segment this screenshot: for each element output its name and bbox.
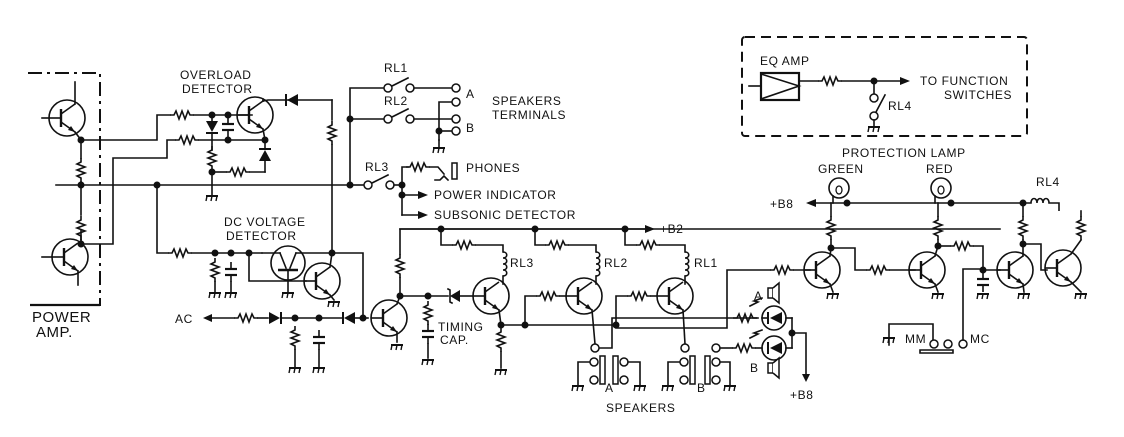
timing-cap-label: TIMING — [438, 320, 484, 334]
overload-detector: OVERLOAD DETECTOR — [80, 68, 337, 252]
terminal-b-label: B — [466, 121, 475, 135]
ac-label: AC — [175, 312, 193, 326]
rl1-contact-label: RL1 — [384, 61, 408, 75]
rl3-coil-label: RL3 — [510, 256, 534, 270]
rl1-driver: RL1 — [599, 228, 811, 353]
led-b-label: B — [750, 361, 759, 375]
rl3-driver: RL3 — [440, 228, 620, 376]
rl2-contact-label: RL2 — [384, 94, 408, 108]
dc-voltage-detector: DC VOLTAGE DETECTOR — [156, 184, 364, 319]
rl2-driver: RL2 — [524, 228, 628, 353]
protection-lamp-label: PROTECTION LAMP — [842, 146, 966, 160]
rl3-contact-label: RL3 — [365, 160, 389, 174]
speaker-b-label: B — [697, 381, 706, 395]
rl2-coil-label: RL2 — [604, 256, 628, 270]
rl4-contact-label: RL4 — [888, 99, 912, 113]
speaker-a-label: A — [605, 381, 614, 395]
power-amp-block: POWER AMP. — [28, 72, 101, 341]
to-function-label-2: SWITCHES — [944, 88, 1012, 102]
b8-bottom-label: +B8 — [790, 388, 814, 402]
eq-amp-block: EQ AMP TO FUNCTION SWITCHES RL4 — [741, 36, 1028, 137]
output-transistor-upper — [41, 81, 87, 142]
speaker-led-indicators: +B8 A B — [732, 282, 814, 402]
rl1-coil-label: RL1 — [694, 256, 718, 270]
mm-label: MM — [905, 332, 926, 346]
dc-voltage-detector-label-2: DETECTOR — [226, 229, 297, 243]
speakers-terminals-label: SPEAKERS — [492, 94, 562, 108]
output-transistor-lower — [41, 237, 90, 286]
relay-contacts: RL1 A RL2 B SPEAKERS TERMINALS RL3 — [346, 61, 576, 222]
terminal-a-label: A — [466, 87, 475, 101]
to-function-label: TO FUNCTION — [920, 74, 1008, 88]
ac-detector: AC — [175, 311, 369, 374]
dc-voltage-detector-label: DC VOLTAGE — [224, 215, 306, 229]
speaker-relay-contacts: A B SPEAKERS — [571, 343, 763, 415]
overload-detector-label-2: DETECTOR — [182, 82, 253, 96]
b8-top-label: +B8 — [770, 197, 794, 211]
eq-amp-label: EQ AMP — [760, 54, 810, 68]
power-amp-label-2: AMP. — [36, 324, 73, 341]
b2-label: +B2 — [660, 222, 684, 236]
speakers-label: SPEAKERS — [606, 401, 676, 415]
power-amp-label: POWER — [32, 309, 91, 326]
red-lamp-label: RED — [926, 162, 953, 176]
subsonic-detector-label: SUBSONIC DETECTOR — [434, 208, 576, 222]
power-indicator-label: POWER INDICATOR — [434, 188, 557, 202]
green-lamp-label: GREEN — [818, 162, 864, 176]
b2-rail: +B2 — [399, 222, 684, 236]
phones-label: PHONES — [466, 161, 520, 175]
mc-label: MC — [970, 332, 990, 346]
led-a-label: A — [754, 289, 763, 303]
timing-cap-label-2: CAP. — [440, 333, 469, 347]
protection-lamp-stage: PROTECTION LAMP GREEN RED +B8 RL4 — [770, 146, 1088, 354]
rl4-coil-label: RL4 — [1036, 175, 1060, 189]
overload-detector-label: OVERLOAD — [180, 68, 252, 82]
speakers-terminals-label-2: TERMINALS — [492, 108, 566, 122]
